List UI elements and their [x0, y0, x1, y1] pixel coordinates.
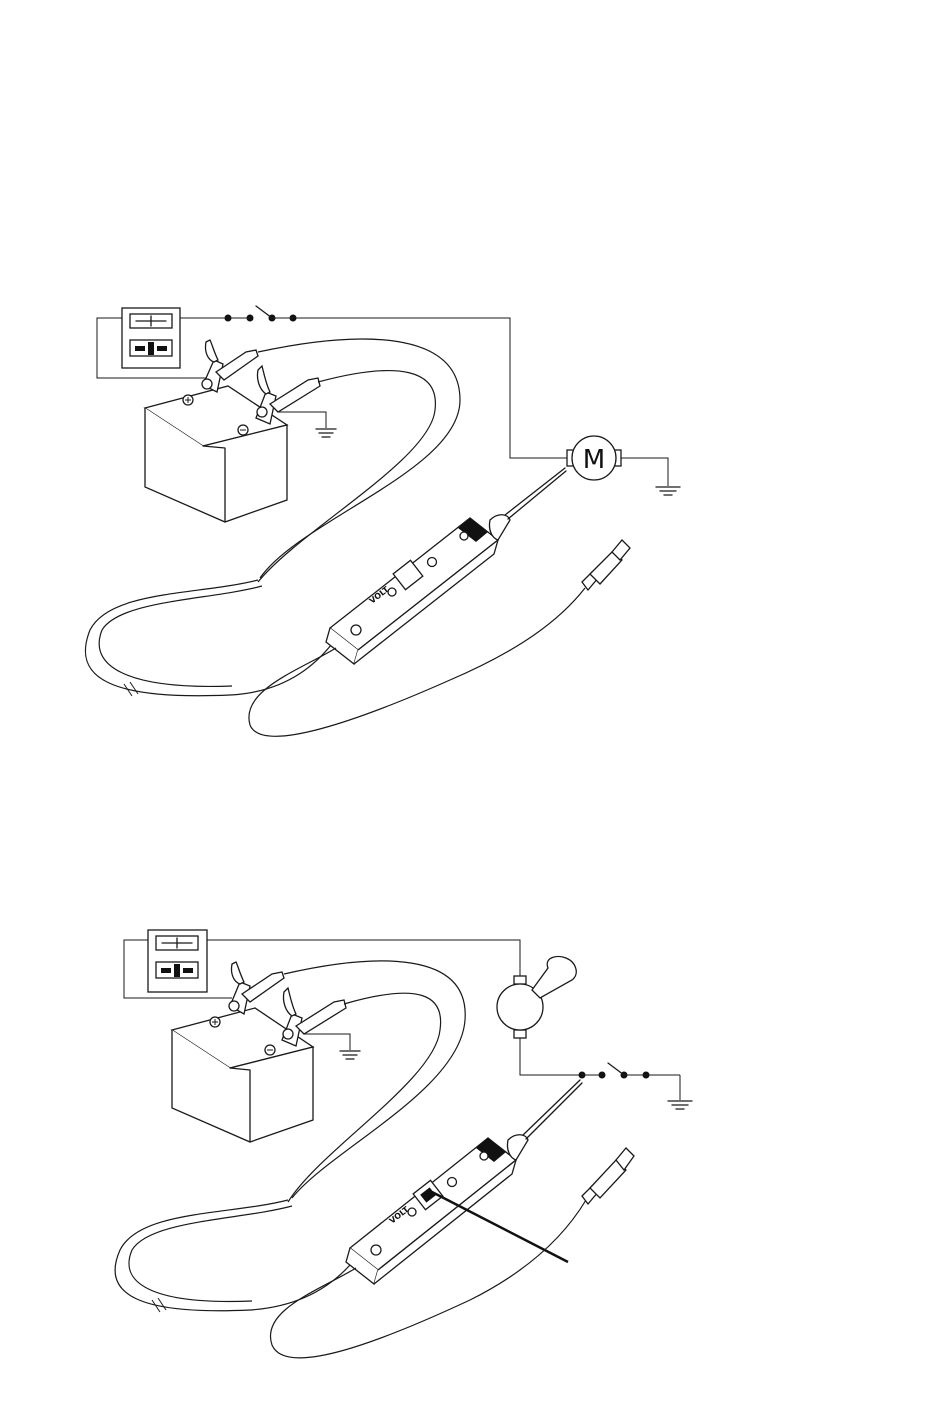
clamp-positive-2: [229, 962, 284, 1014]
circuit-wire-top-2: [207, 940, 520, 980]
ground-symbol-horn: [668, 1101, 692, 1109]
ground-symbol-motor: [656, 487, 680, 495]
aux-ground-plug-2: [582, 1148, 634, 1204]
switch-symbol: [225, 306, 297, 322]
motor: M: [567, 436, 668, 486]
probe-main-cable-2: [99, 586, 262, 686]
clamp-cable-1: [258, 339, 460, 578]
diagram-horn-test: VOLT: [115, 930, 692, 1358]
motor-symbol-label: M: [583, 445, 605, 475]
power-probe-1: VOLT: [326, 468, 566, 664]
circuit-wire-bottom-2: [520, 1034, 582, 1075]
power-probe-2: VOLT: [346, 1080, 582, 1284]
probe-main-cable: [85, 580, 335, 696]
switch-symbol-2: [579, 1063, 681, 1100]
clamp-negative: [256, 366, 320, 424]
diagram-motor-test: VOLT M: [85, 306, 680, 736]
horn: [497, 956, 576, 1038]
clamp-negative-2: [282, 988, 346, 1046]
probe-main-cable-b2: [129, 1206, 292, 1301]
probe-tip-2: [523, 1080, 580, 1135]
aux-ground-plug-1: [582, 540, 630, 590]
callout-leader-line: [432, 1192, 568, 1262]
battery-symbol-2: [148, 930, 207, 992]
probe-tip-1: [505, 468, 565, 515]
clamp-positive: [202, 340, 258, 392]
battery-symbol: [122, 308, 180, 368]
